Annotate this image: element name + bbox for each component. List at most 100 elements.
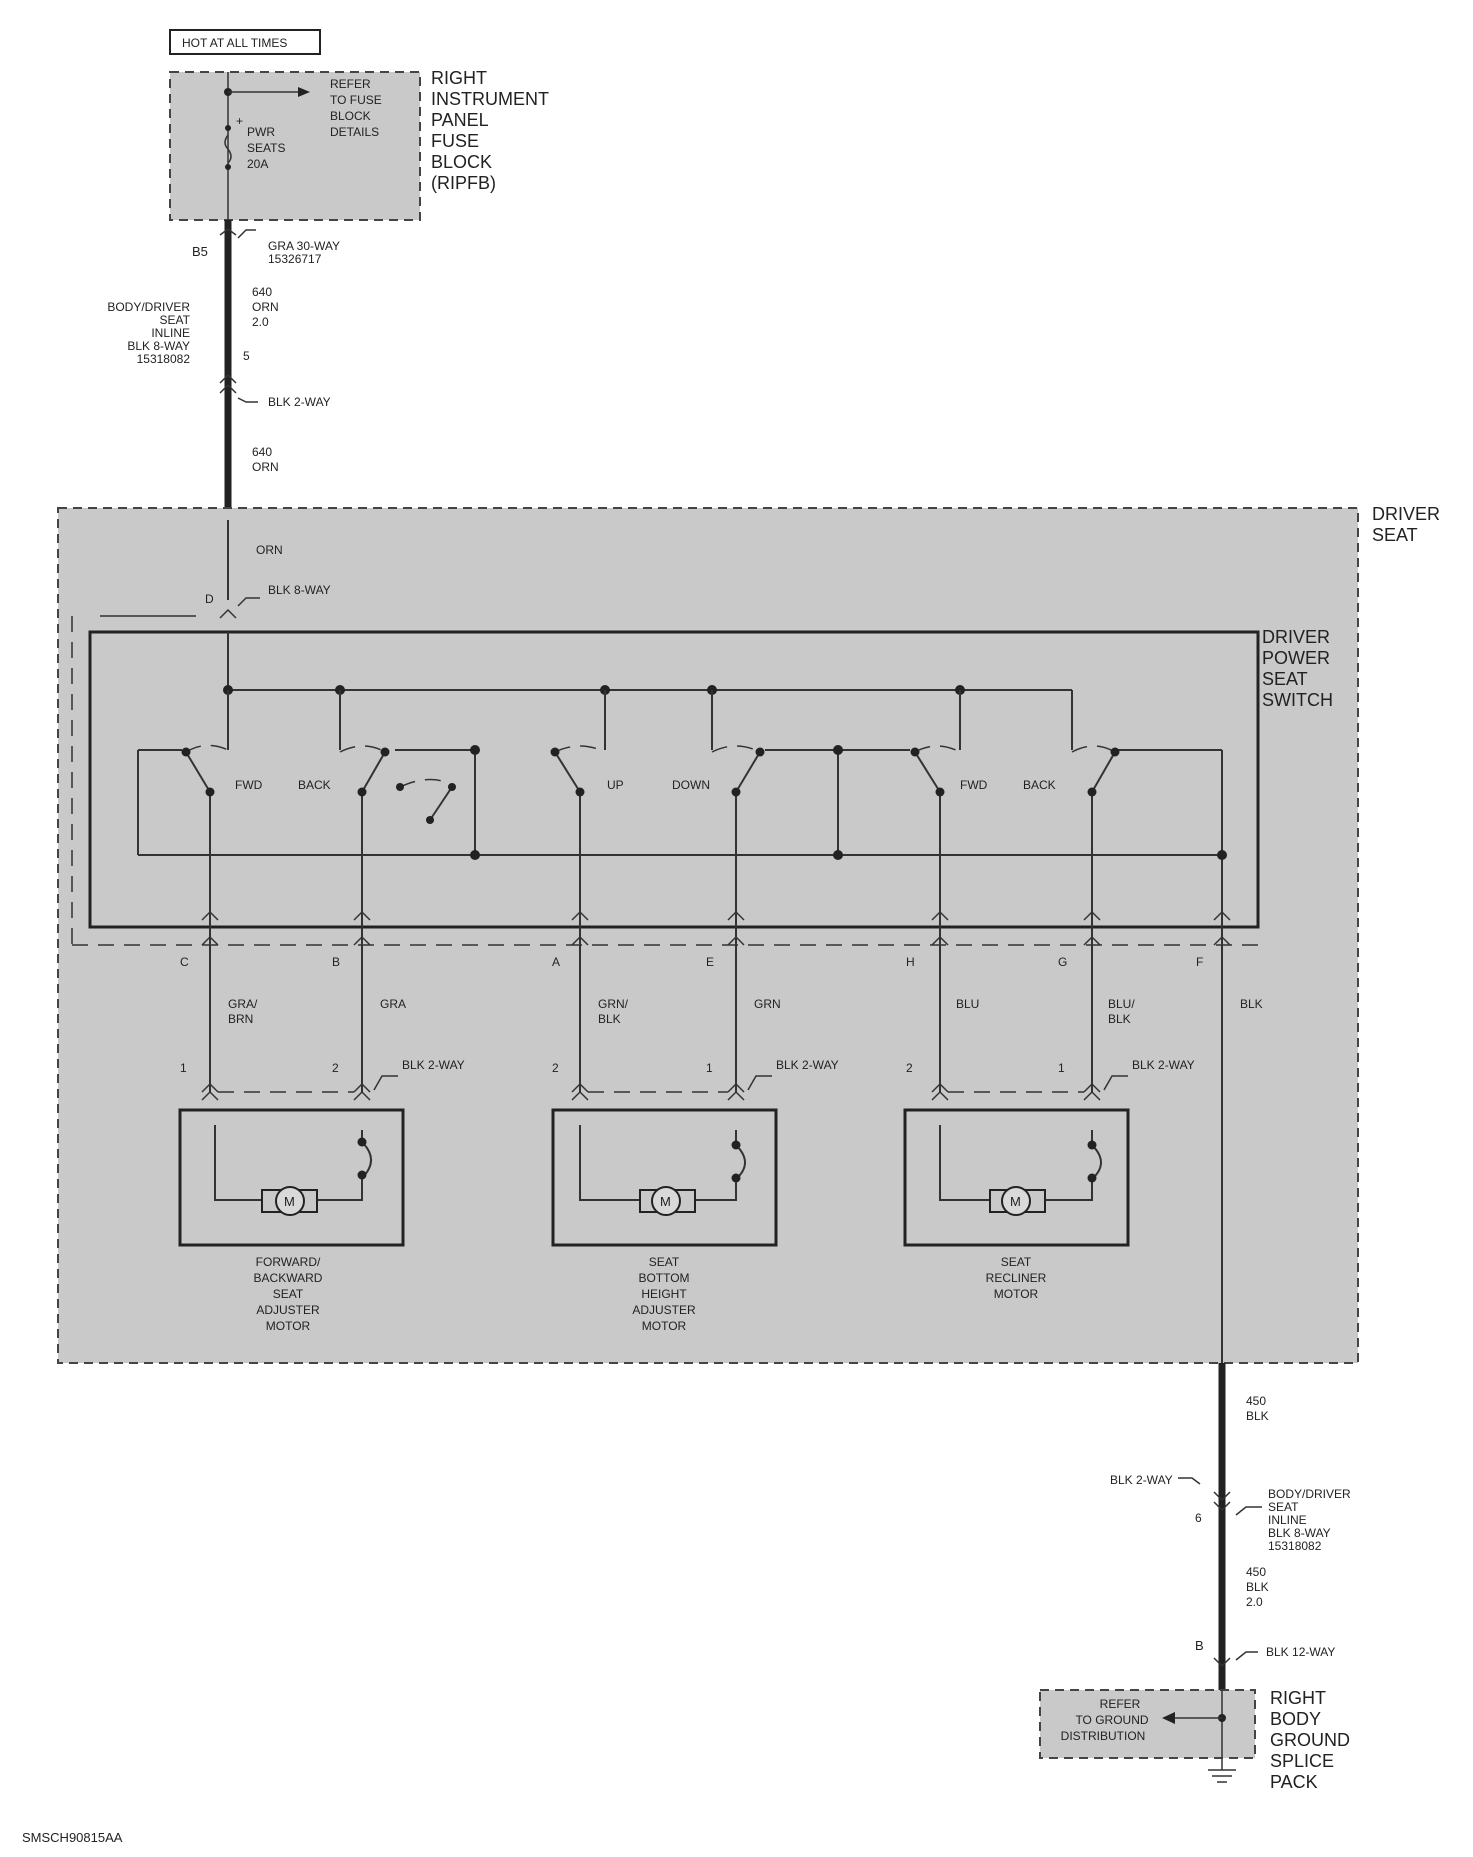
fuse-label-1: PWR [247,125,275,139]
fuse-refer-1: REFER [330,77,371,91]
svg-text:MOTOR: MOTOR [266,1319,311,1333]
svg-text:BOTTOM: BOTTOM [638,1271,689,1285]
svg-text:BRN: BRN [228,1012,253,1026]
svg-text:BLK 8-WAY: BLK 8-WAY [127,339,190,353]
svg-text:450: 450 [1246,1565,1266,1579]
svg-text:MOTOR: MOTOR [994,1287,1039,1301]
svg-text:ORN: ORN [252,300,279,314]
fuse-icon [224,134,232,164]
fuse-block: + REFER TO FUSE BLOCK DETAILS PWR SEATS … [169,71,421,221]
svg-text:SEAT: SEAT [649,1255,680,1269]
pin-h: H [906,955,915,969]
svg-text:RIGHT: RIGHT [431,68,487,88]
svg-text:2: 2 [906,1061,913,1075]
pin-g: G [1058,955,1067,969]
svg-text:BLK 12-WAY: BLK 12-WAY [1266,1645,1335,1659]
pin-6: 6 [1195,1511,1202,1525]
fuse-block-title: RIGHT INSTRUMENT PANEL FUSE BLOCK (RIPFB… [431,68,549,193]
motor-seat-height: M SEAT BOTTOM HEIGHT ADJUSTER MOTOR [551,1108,778,1333]
svg-text:1: 1 [1058,1061,1065,1075]
motor-conn-3: BLK 2-WAY [1132,1058,1195,1072]
svg-text:M: M [284,1194,295,1209]
svg-text:DRIVER: DRIVER [1262,627,1330,647]
pin-b5: B5 [192,244,208,259]
svg-text:BLK 8-WAY: BLK 8-WAY [1268,1526,1331,1540]
svg-text:2: 2 [332,1061,339,1075]
svg-text:ADJUSTER: ADJUSTER [256,1303,320,1317]
lower-harness: 450 BLK BLK 2-WAY BODY/DRIVER SEAT INLIN… [1110,1363,1351,1692]
svg-text:M: M [1010,1194,1021,1209]
svg-text:BODY: BODY [1270,1709,1321,1729]
svg-text:PACK: PACK [1270,1772,1318,1792]
svg-text:+: + [236,114,243,128]
svg-text:BODY/DRIVER: BODY/DRIVER [1268,1487,1351,1501]
svg-text:BLOCK: BLOCK [431,152,492,172]
svg-text:15326717: 15326717 [268,252,322,266]
pin-b: B [332,955,340,969]
motor-conn-1: BLK 2-WAY [402,1058,465,1072]
svg-text:BLU/: BLU/ [1108,997,1135,1011]
svg-text:SEAT: SEAT [273,1287,304,1301]
svg-text:M: M [660,1194,671,1209]
motor-forward-backward: M FORWARD/ BACKWARD SEAT ADJUSTER MOTOR [178,1108,405,1333]
motor-recliner: M SEAT RECLINER MOTOR [903,1108,1130,1301]
svg-text:GRN: GRN [754,997,781,1011]
svg-text:GRA/: GRA/ [228,997,258,1011]
arrow-left-icon [1162,1712,1175,1724]
fuse-refer-4: DETAILS [330,125,379,139]
svg-text:SEAT: SEAT [1268,1500,1299,1514]
svg-text:SWITCH: SWITCH [1262,690,1333,710]
svg-text:BLU: BLU [956,997,979,1011]
svg-text:GRN/: GRN/ [598,997,629,1011]
svg-text:2.0: 2.0 [252,315,269,329]
svg-text:450: 450 [1246,1394,1266,1408]
switch-label-back-2: BACK [1023,778,1056,792]
hot-label-box: HOT AT ALL TIMES [169,29,321,55]
ground-splice-pack: REFER TO GROUND DISTRIBUTION RIGHT BODY … [1039,1688,1350,1792]
svg-text:BLK: BLK [1246,1580,1269,1594]
driver-seat-title-2: SEAT [1372,525,1418,545]
svg-text:SPLICE: SPLICE [1270,1751,1334,1771]
svg-text:SEAT: SEAT [160,313,191,327]
svg-text:15318082: 15318082 [1268,1539,1322,1553]
svg-text:GROUND: GROUND [1270,1730,1350,1750]
pin-a: A [552,955,560,969]
svg-text:BLK: BLK [1108,1012,1131,1026]
fuse-refer-2: TO FUSE [330,93,382,107]
svg-text:TO GROUND: TO GROUND [1075,1713,1148,1727]
driver-seat-title-1: DRIVER [1372,504,1440,524]
svg-text:FUSE: FUSE [431,131,479,151]
switch-label-up: UP [607,778,624,792]
svg-text:INLINE: INLINE [151,326,190,340]
diagram-code: SMSCH90815AA [22,1830,123,1845]
switch-output-wires: C B A E H G F GRA/ BRN GRA GRN/ BLK GRN … [180,910,1263,1366]
svg-text:SEAT: SEAT [1262,669,1308,689]
svg-text:2.0: 2.0 [1246,1595,1263,1609]
upper-harness: B5 GRA 30-WAY 15326717 640 ORN 2.0 BODY/… [107,220,340,520]
fuse-refer-3: BLOCK [330,109,371,123]
svg-text:BLK: BLK [1246,1409,1269,1423]
svg-text:MOTOR: MOTOR [642,1319,687,1333]
svg-text:640: 640 [252,445,272,459]
driver-seat-area [57,507,1359,1364]
pin-f: F [1196,955,1203,969]
svg-text:REFER: REFER [1100,1697,1141,1711]
svg-text:BLK: BLK [1240,997,1263,1011]
switch-label-fwd-1: FWD [235,778,263,792]
svg-text:2: 2 [552,1061,559,1075]
svg-text:ORN: ORN [256,543,283,557]
svg-text:1: 1 [706,1061,713,1075]
pin-e: E [706,955,714,969]
svg-text:BLK 2-WAY: BLK 2-WAY [268,395,331,409]
pin-b-lower: B [1195,1638,1204,1653]
arrow-right-icon [298,87,310,97]
svg-text:BLK 2-WAY: BLK 2-WAY [1110,1473,1173,1487]
svg-text:SEAT: SEAT [1001,1255,1032,1269]
svg-text:BACKWARD: BACKWARD [254,1271,323,1285]
fuse-label-3: 20A [247,157,268,171]
svg-text:RIGHT: RIGHT [1270,1688,1326,1708]
hot-label: HOT AT ALL TIMES [182,36,287,50]
svg-text:BLK 8-WAY: BLK 8-WAY [268,583,331,597]
